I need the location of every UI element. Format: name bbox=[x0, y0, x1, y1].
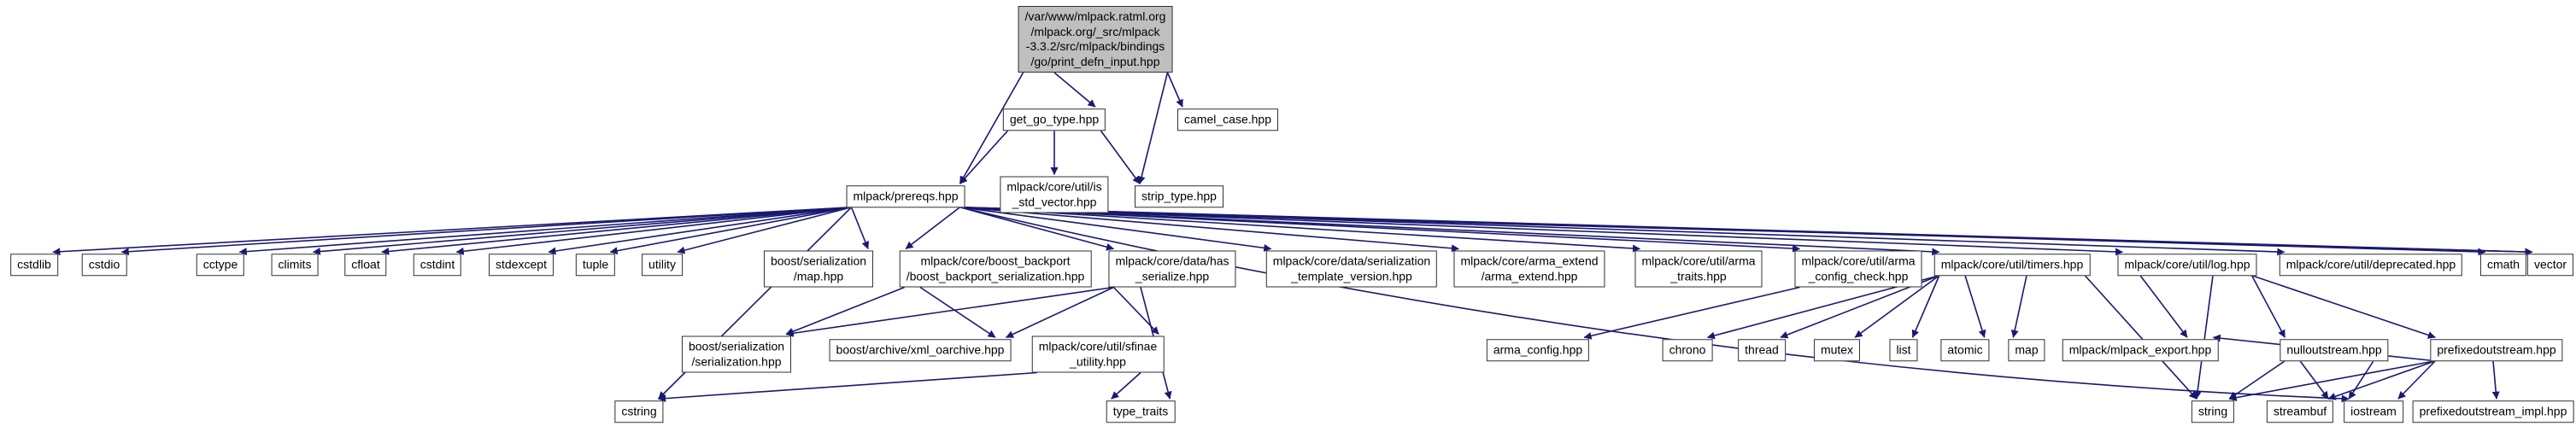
edge-log-mlpack_export bbox=[2139, 275, 2188, 338]
graph-node-serialization_template_version[interactable]: mlpack/core/data/serialization _template… bbox=[1265, 250, 1438, 288]
graph-node-camel_case[interactable]: camel_case.hpp bbox=[1177, 108, 1278, 131]
graph-node-arma_extend[interactable]: mlpack/core/arma_extend /arma_extend.hpp bbox=[1453, 250, 1605, 288]
graph-node-iostream: iostream bbox=[2344, 400, 2403, 423]
edge-get_go_type-prereqs bbox=[959, 130, 1009, 184]
edge-has_serialize-boost_serialization_serialization bbox=[785, 286, 1114, 337]
edge-prereqs-boost_backport_serialization bbox=[905, 207, 960, 250]
edge-prereqs-cfloat bbox=[381, 206, 852, 255]
edge-timers-list bbox=[1911, 275, 1940, 338]
graph-node-arma_config_check[interactable]: mlpack/core/util/arma _config_check.hpp bbox=[1794, 250, 1922, 288]
edge-has_serialize-xml_oarchive bbox=[1005, 286, 1114, 338]
edge-nulloutstream-streambuf bbox=[2299, 360, 2329, 400]
edge-print_defn_input-strip_type bbox=[1137, 72, 1169, 184]
graph-node-xml_oarchive[interactable]: boost/archive/xml_oarchive.hpp bbox=[829, 339, 1012, 361]
edge-get_go_type-strip_type bbox=[1100, 130, 1141, 184]
graph-node-string: string bbox=[2191, 400, 2235, 423]
graph-node-mlpack_export[interactable]: mlpack/mlpack_export.hpp bbox=[2062, 339, 2219, 361]
edge-print_defn_input-get_go_type bbox=[1053, 72, 1096, 108]
edge-sfinae_utility-type_traits bbox=[1111, 371, 1141, 400]
graph-node-prefixedoutstream_impl[interactable]: prefixedoutstream_impl.hpp bbox=[2412, 400, 2574, 423]
graph-node-cstdlib: cstdlib bbox=[10, 254, 58, 276]
edge-timers-atomic bbox=[1964, 275, 1986, 338]
edge-prefixedoutstream-iostream bbox=[2397, 360, 2436, 400]
edge-print_defn_input-camel_case bbox=[1166, 72, 1183, 108]
graph-node-boost_serialization_map[interactable]: boost/serialization /map.hpp bbox=[763, 250, 874, 288]
graph-node-log[interactable]: mlpack/core/util/log.hpp bbox=[2117, 254, 2257, 276]
graph-node-nulloutstream[interactable]: nulloutstream.hpp bbox=[2280, 339, 2389, 361]
edge-boost_backport_serialization-xml_oarchive bbox=[919, 286, 996, 338]
graph-node-boost_backport_serialization[interactable]: mlpack/core/boost_backport /boost_backpo… bbox=[899, 250, 1092, 288]
edge-prereqs-arma_extend bbox=[959, 206, 1459, 253]
graph-node-type_traits: type_traits bbox=[1106, 400, 1176, 423]
edge-prefixedoutstream-streambuf bbox=[2327, 359, 2436, 400]
edge-log-nulloutstream bbox=[2250, 275, 2286, 338]
graph-node-get_go_type[interactable]: get_go_type.hpp bbox=[1002, 108, 1106, 131]
edge-timers-map bbox=[2010, 275, 2027, 338]
graph-node-cctype: cctype bbox=[196, 254, 245, 276]
graph-node-streambuf: streambuf bbox=[2266, 400, 2334, 423]
edge-is_std_vector-vector bbox=[1103, 212, 2533, 256]
graph-node-vector: vector bbox=[2526, 254, 2574, 276]
edge-timers-string bbox=[2084, 275, 2198, 400]
graph-node-print_defn_input: /var/www/mlpack.ratml.org /mlpack.org/_s… bbox=[1018, 6, 1173, 73]
edge-nulloutstream-iostream bbox=[2348, 360, 2374, 400]
edge-prereqs-iostream bbox=[959, 206, 2350, 403]
edge-timers-mutex bbox=[1854, 275, 1940, 338]
graph-node-has_serialize[interactable]: mlpack/core/data/has _serialize.hpp bbox=[1108, 250, 1236, 288]
graph-node-sfinae_utility[interactable]: mlpack/core/util/sfinae _utility.hpp bbox=[1031, 336, 1165, 373]
graph-node-chrono: chrono bbox=[1662, 339, 1713, 361]
graph-node-prereqs[interactable]: mlpack/prereqs.hpp bbox=[846, 185, 965, 207]
graph-node-prefixedoutstream[interactable]: prefixedoutstream.hpp bbox=[2430, 339, 2563, 361]
graph-node-timers[interactable]: mlpack/core/util/timers.hpp bbox=[1933, 254, 2091, 276]
edge-prefixedoutstream-prefixedoutstream_impl bbox=[2491, 360, 2500, 400]
edge-log-prefixedoutstream bbox=[2251, 274, 2436, 339]
edge-prereqs-stdexcept bbox=[548, 206, 852, 255]
graph-node-arma_traits[interactable]: mlpack/core/util/arma _traits.hpp bbox=[1634, 250, 1763, 288]
edge-prereqs-cctype bbox=[238, 206, 852, 256]
graph-node-atomic: atomic bbox=[1940, 339, 1990, 361]
graph-node-deprecated[interactable]: mlpack/core/util/deprecated.hpp bbox=[2279, 254, 2463, 276]
edge-prereqs-cstring bbox=[658, 207, 853, 400]
graph-node-map: map bbox=[2008, 339, 2045, 361]
graph-node-strip_type[interactable]: strip_type.hpp bbox=[1135, 185, 1223, 207]
edge-print_defn_input-prereqs bbox=[959, 72, 1024, 184]
graph-node-list: list bbox=[1889, 339, 1918, 361]
edge-log-string bbox=[2193, 275, 2214, 400]
edge-prereqs-arma_traits bbox=[959, 206, 1640, 253]
graph-node-cstdio: cstdio bbox=[81, 254, 127, 276]
edge-prereqs-cstdio bbox=[120, 206, 852, 256]
graph-node-stdexcept: stdexcept bbox=[489, 254, 554, 276]
edge-prefixedoutstream-string bbox=[2228, 359, 2436, 402]
graph-node-thread: thread bbox=[1738, 339, 1786, 361]
edge-prereqs-climits bbox=[312, 206, 852, 256]
graph-node-arma_config[interactable]: arma_config.hpp bbox=[1486, 339, 1590, 361]
graph-node-boost_serialization_serialization[interactable]: boost/serialization /serialization.hpp bbox=[681, 336, 792, 373]
graph-node-climits: climits bbox=[271, 254, 319, 276]
graph-node-utility: utility bbox=[642, 254, 683, 276]
graph-node-cstdint: cstdint bbox=[413, 254, 462, 276]
graph-node-cstring: cstring bbox=[614, 400, 664, 423]
edge-boost_backport_serialization-boost_serialization_serialization bbox=[785, 286, 906, 336]
edge-has_serialize-sfinae_utility bbox=[1112, 286, 1159, 336]
edge-sfinae_utility-cstring bbox=[658, 371, 1037, 403]
edge-prereqs-utility bbox=[677, 206, 852, 254]
edge-prereqs-timers bbox=[959, 206, 1940, 256]
edge-prereqs-cstdint bbox=[455, 206, 852, 255]
edge-prereqs-boost_serialization_map bbox=[850, 207, 870, 249]
edge-arma_config_check-arma_config bbox=[1583, 286, 1800, 340]
graph-node-is_std_vector[interactable]: mlpack/core/util/is _std_vector.hpp bbox=[1000, 176, 1109, 213]
graph-node-cmath: cmath bbox=[2479, 254, 2527, 276]
graph-node-mutex: mutex bbox=[1813, 339, 1861, 361]
graph-node-tuple: tuple bbox=[575, 254, 616, 276]
edge-prereqs-tuple bbox=[609, 206, 852, 255]
graph-node-cfloat: cfloat bbox=[344, 254, 387, 276]
